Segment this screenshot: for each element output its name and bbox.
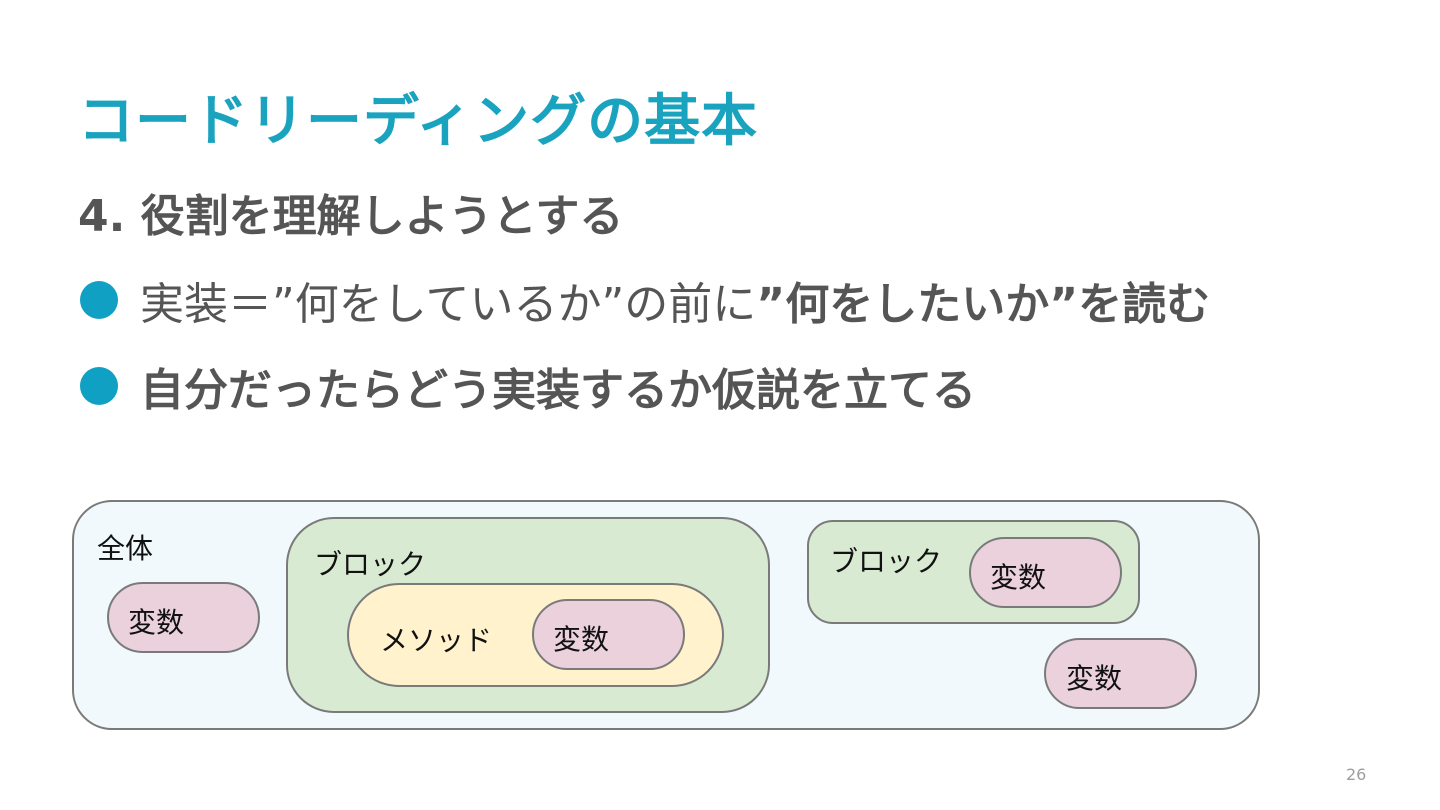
variable-box [969, 537, 1122, 608]
bullet-text-1: 実装＝”何をしているか”の前に”何をしたいか”を読む [140, 268, 1210, 332]
variable-label: 変数 [1066, 662, 1123, 695]
variable-label: 変数 [128, 606, 185, 639]
bullet-text-2: 自分だったらどう実装するか仮説を立てる [140, 365, 976, 416]
variable-box [1044, 638, 1197, 709]
bullet-dot-icon [80, 367, 118, 405]
variable-label: 変数 [553, 623, 610, 656]
bullet-text-1-plain: 実装＝”何をしているか”の前に [140, 279, 757, 330]
scope-whole-label: 全体 [97, 532, 154, 565]
slide-title: コードリーディングの基本 [78, 89, 759, 154]
variable-box [532, 599, 685, 670]
scope-method-label: メソッド [380, 624, 493, 657]
slide-subtitle: 4. 役割を理解しようとする [78, 191, 624, 242]
bullet-text-1-bold: ”何をしたいか”を読む [756, 279, 1211, 330]
scope-block-label: ブロック [314, 548, 427, 581]
scope-block-label-2: ブロック [830, 545, 943, 578]
bullet-item-2: 自分だったらどう実装するか仮説を立てる [80, 354, 976, 418]
bullet-item-1: 実装＝”何をしているか”の前に”何をしたいか”を読む [80, 268, 1210, 332]
variable-box [107, 582, 260, 653]
variable-label: 変数 [990, 561, 1047, 594]
page-number: 26 [1346, 765, 1367, 784]
bullet-dot-icon [80, 281, 118, 319]
